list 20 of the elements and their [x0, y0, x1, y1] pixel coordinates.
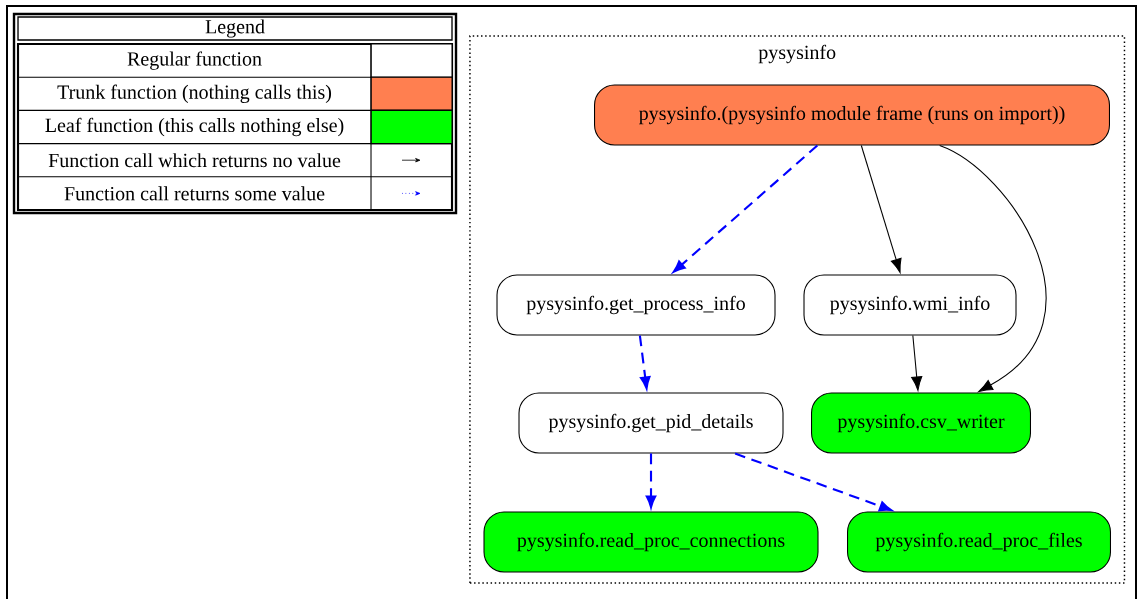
legend-label: Regular function: [127, 51, 262, 70]
arrow: [734, 452, 892, 512]
arrow: [672, 144, 819, 273]
arrow: [645, 453, 657, 509]
function-box: pysysinfo.get_process_info: [496, 274, 776, 336]
legend-title: Legend: [205, 19, 265, 38]
leaf-function-box: pysysinfo.csv_writer: [811, 392, 1031, 454]
legend-label: Function call which returns no value: [48, 153, 341, 168]
legend-label: Function call returns some value: [64, 186, 325, 201]
function-box: pysysinfo.wmi_info: [803, 274, 1017, 336]
leaf-function-box: pysysinfo.read_proc_connections: [483, 511, 819, 573]
arrow: [911, 335, 923, 391]
trunk-function-box: pysysinfo.(pysysinfo module frame (runs on import)): [594, 84, 1110, 146]
leaf-function-box: pysysinfo.read_proc_files: [847, 511, 1111, 573]
legend-label: Trunk function (nothing calls this): [57, 84, 332, 103]
arrow: [939, 145, 1047, 392]
function-box: pysysinfo.get_pid_details: [518, 392, 784, 454]
arrow: [860, 145, 902, 273]
arrow: [638, 335, 651, 390]
legend-label: Leaf function (this calls nothing else): [45, 117, 344, 137]
